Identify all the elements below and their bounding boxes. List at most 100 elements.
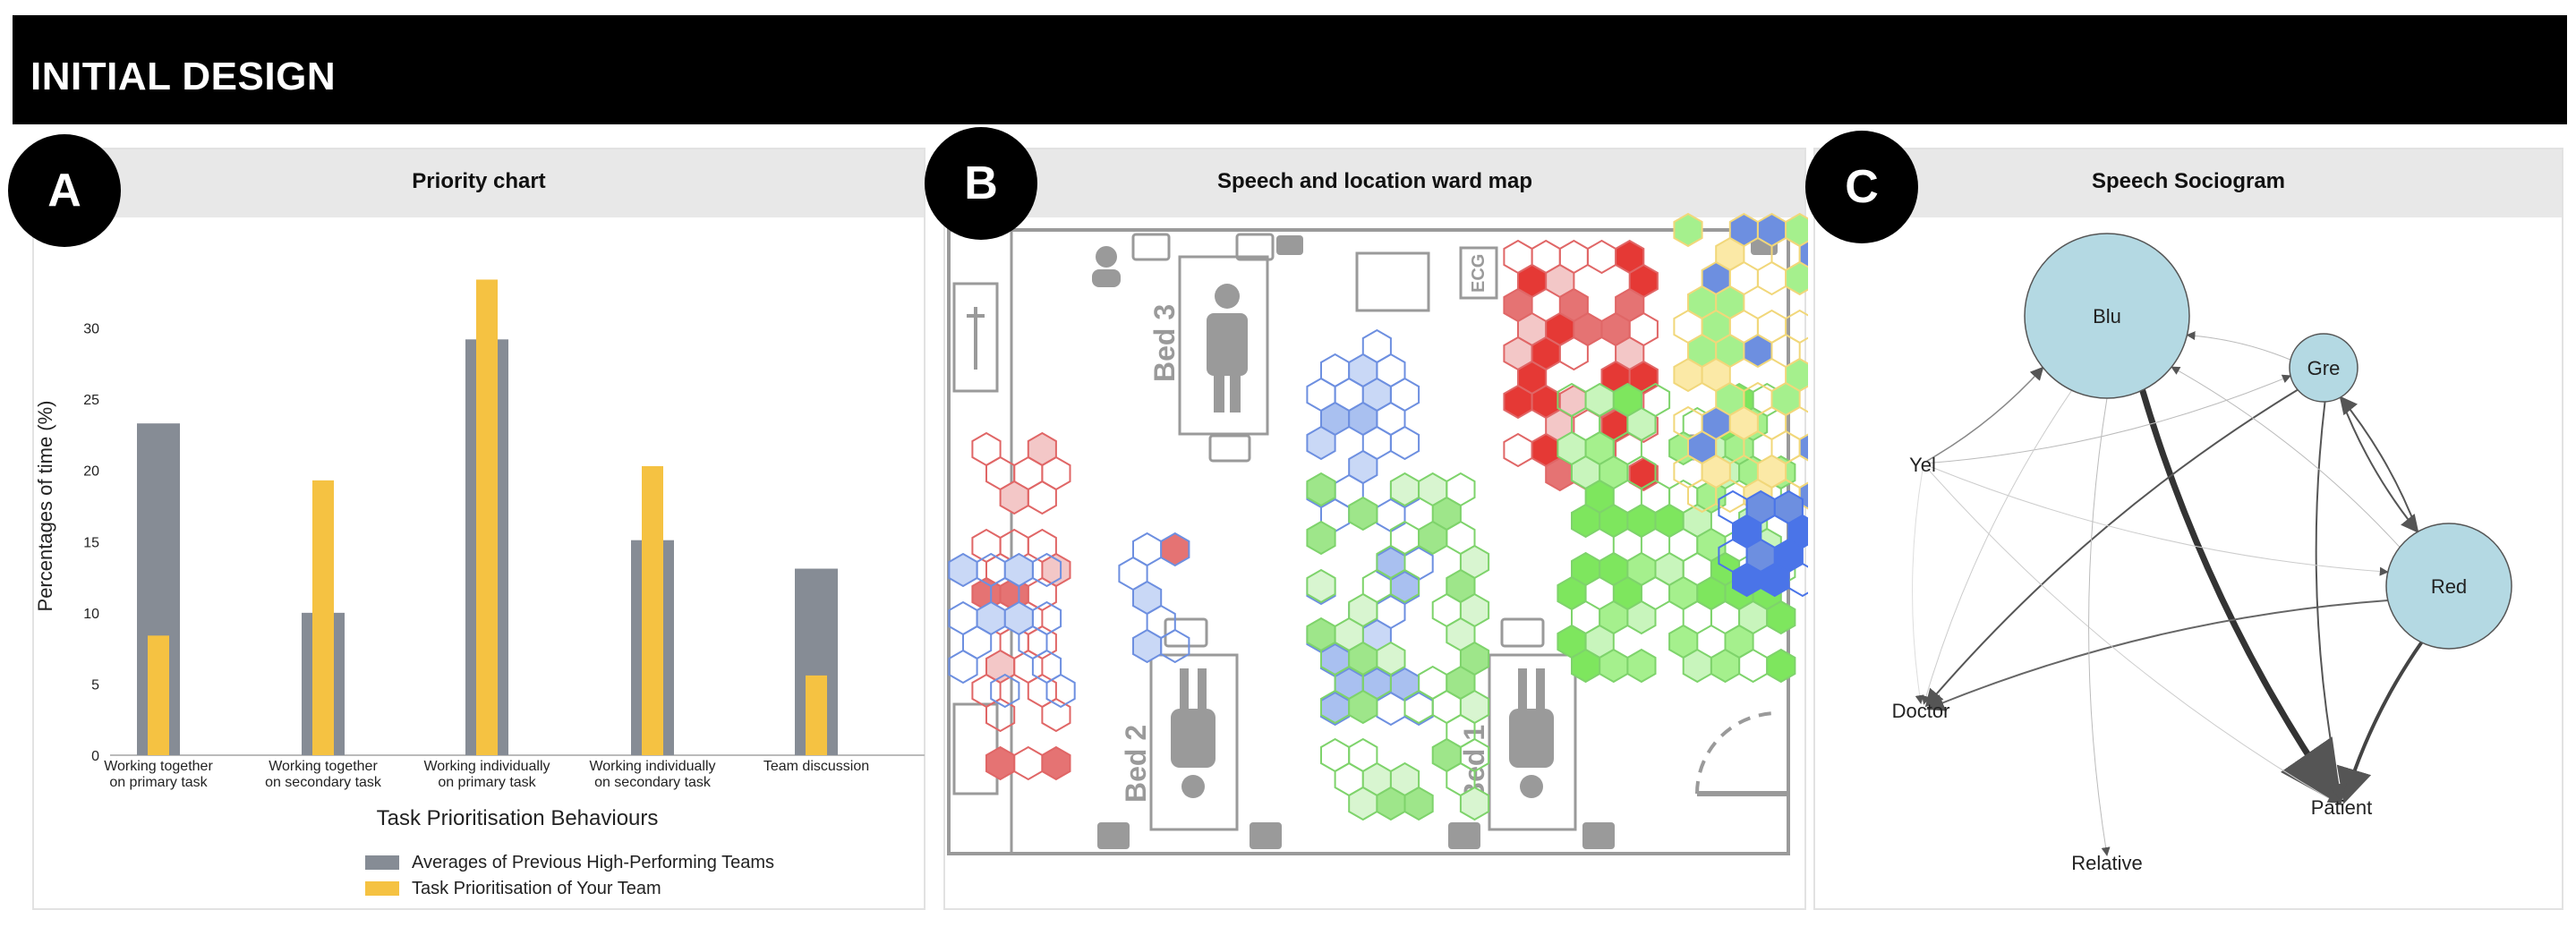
x-tick-label: Working together xyxy=(104,759,213,774)
patient-figure xyxy=(1207,284,1248,412)
node-gre xyxy=(2289,333,2358,403)
heat-cell xyxy=(1348,786,1378,821)
x-tick-label: Working individually xyxy=(589,759,715,774)
node-label-patient: Patient xyxy=(2311,796,2373,819)
heat-cell xyxy=(1418,520,1448,556)
y-axis-label: Percentages of time (%) xyxy=(34,401,56,612)
panel-header: Priority chart xyxy=(34,149,924,217)
legend-swatch-team xyxy=(365,881,399,896)
heat-cell xyxy=(1306,472,1336,507)
heat-cell xyxy=(1045,673,1076,709)
node-blu xyxy=(2024,233,2190,399)
heat-cell xyxy=(985,697,1016,733)
sociogram-edge xyxy=(1927,464,2389,576)
heat-cell xyxy=(1031,552,1062,588)
heat-cell xyxy=(1673,357,1703,393)
badge-c: C xyxy=(1805,131,1918,243)
bar-your-team xyxy=(476,279,498,755)
bed-3-label: Bed 3 xyxy=(1148,304,1181,382)
heat-cell xyxy=(1348,689,1378,725)
heat-cell xyxy=(1403,786,1434,821)
heat-cell xyxy=(990,673,1020,709)
sociogram-edge xyxy=(1926,366,2044,462)
sociogram-edge xyxy=(2088,397,2111,856)
heat-cell xyxy=(1785,260,1808,296)
sociogram-edge xyxy=(2171,366,2401,548)
sociogram-edge xyxy=(1927,374,2291,464)
sociogram-edge xyxy=(2186,331,2291,361)
y-tick-label: 30 xyxy=(83,322,99,337)
heat-cell xyxy=(1738,648,1769,684)
sociogram-edge xyxy=(2339,396,2419,533)
syringe-icon xyxy=(967,307,985,370)
heat-cell xyxy=(1571,503,1601,539)
ward-map: Bed 3 Bed 2 Bed 1 EC xyxy=(947,212,1808,855)
sociogram-edge xyxy=(1925,600,2388,711)
y-tick-label: 5 xyxy=(91,677,99,693)
bed-2-label: Bed 2 xyxy=(1120,725,1152,803)
heat-cell xyxy=(1710,648,1741,684)
panel-title: Priority chart xyxy=(412,169,546,193)
heat-cell xyxy=(1732,562,1762,598)
heat-cell xyxy=(1041,697,1071,733)
nurse-icon xyxy=(1092,246,1121,287)
patient-figure xyxy=(1509,668,1554,798)
heat-cell xyxy=(1306,568,1336,604)
heat-cell xyxy=(1760,562,1790,598)
heat-cell xyxy=(1787,562,1808,598)
heatmap-layer xyxy=(948,212,1808,821)
wall-panel xyxy=(952,702,999,795)
heat-cell xyxy=(1041,745,1071,781)
heat-cell xyxy=(999,480,1029,515)
heat-cell xyxy=(1403,689,1434,725)
node-label-gre: Gre xyxy=(2307,357,2341,379)
ecg-monitor xyxy=(1459,246,1498,300)
y-tick-label: 10 xyxy=(83,607,99,622)
ecg-label: ECG xyxy=(1469,254,1488,293)
badge-a: A xyxy=(8,134,121,247)
heat-cell xyxy=(1459,786,1490,821)
patient-figure xyxy=(1171,668,1215,798)
heat-cell xyxy=(1766,600,1796,635)
heat-cell xyxy=(1389,568,1420,604)
node-label-blu: Blu xyxy=(2093,305,2121,327)
play-button-frame xyxy=(1355,251,1430,312)
sociogram-edge xyxy=(2139,389,2342,806)
bar-your-team xyxy=(312,480,334,755)
bar-your-team xyxy=(148,635,169,755)
heat-cell xyxy=(1558,336,1589,371)
heat-cell xyxy=(1160,628,1190,664)
badge-b: B xyxy=(925,127,1037,240)
heat-cell xyxy=(1673,212,1703,248)
x-tick-label: on secondary task xyxy=(594,775,712,790)
wall-panel xyxy=(952,282,999,393)
heat-cell xyxy=(1306,520,1336,556)
x-tick-label: Working together xyxy=(269,759,378,774)
heat-cell xyxy=(1013,745,1044,781)
panel-title: Speech Sociogram xyxy=(2091,169,2286,193)
y-tick-label: 25 xyxy=(83,393,99,408)
heat-cell xyxy=(1756,260,1787,296)
sociogram-edge xyxy=(1924,388,2299,708)
sociogram-edge xyxy=(1922,389,2073,705)
node-label-doctor: Doctor xyxy=(1892,700,1950,722)
sociogram-edge xyxy=(2315,401,2347,802)
node-label-relative: Relative xyxy=(2071,852,2142,874)
heat-cell xyxy=(1682,648,1712,684)
x-tick-label: on primary task xyxy=(109,775,208,790)
heat-cell xyxy=(1306,425,1336,461)
node-label-red: Red xyxy=(2431,575,2467,598)
heat-cell xyxy=(1766,648,1796,684)
bar-your-team xyxy=(642,465,663,755)
header-title: INITIAL DESIGN xyxy=(30,55,337,98)
heat-cell xyxy=(985,745,1016,781)
sociogram-edges xyxy=(1912,331,2424,856)
door-arc xyxy=(1695,711,1778,795)
heat-cell xyxy=(1503,432,1533,468)
x-tick-label: Working individually xyxy=(423,759,550,774)
heat-cell xyxy=(1626,600,1657,635)
